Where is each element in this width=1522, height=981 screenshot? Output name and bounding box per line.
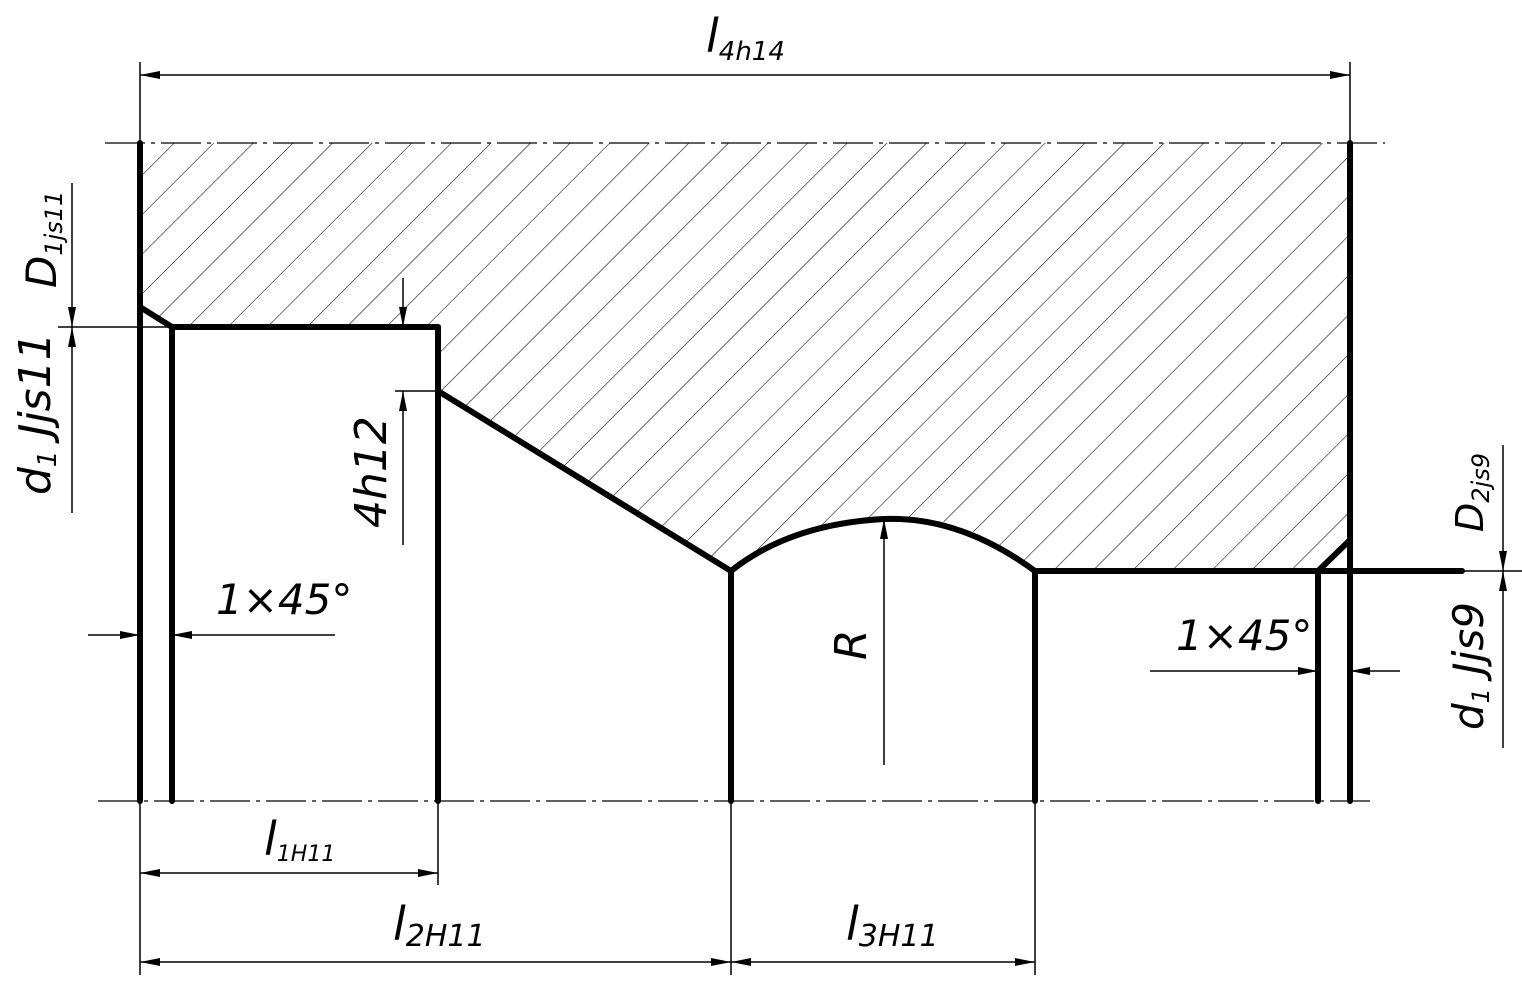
dim-D2-label: D2js9 [1448,453,1495,532]
dim-D1-label: D1js11 [17,191,68,288]
hatched-section [140,143,1350,571]
dim-h-label: 4h12 [346,416,397,528]
dim-chamfer-left-label: 1×45° [216,575,352,624]
dim-radius-label: R [826,629,877,660]
dim-l2-label: l2H11 [393,897,486,954]
extension-lines [58,62,1522,975]
dim-chamfer-right-label: 1×45° [1176,611,1312,660]
dim-l3-label: l3H11 [846,897,939,954]
dim-l4-label: l4h14 [706,9,785,67]
dim-d1-left-label: d1 Jjs11 [10,332,63,495]
dim-d1-right-label: d1 Jjs9 [1444,602,1495,730]
dim-l1-label: l1H11 [264,812,335,867]
dimension-lines [68,71,1507,966]
